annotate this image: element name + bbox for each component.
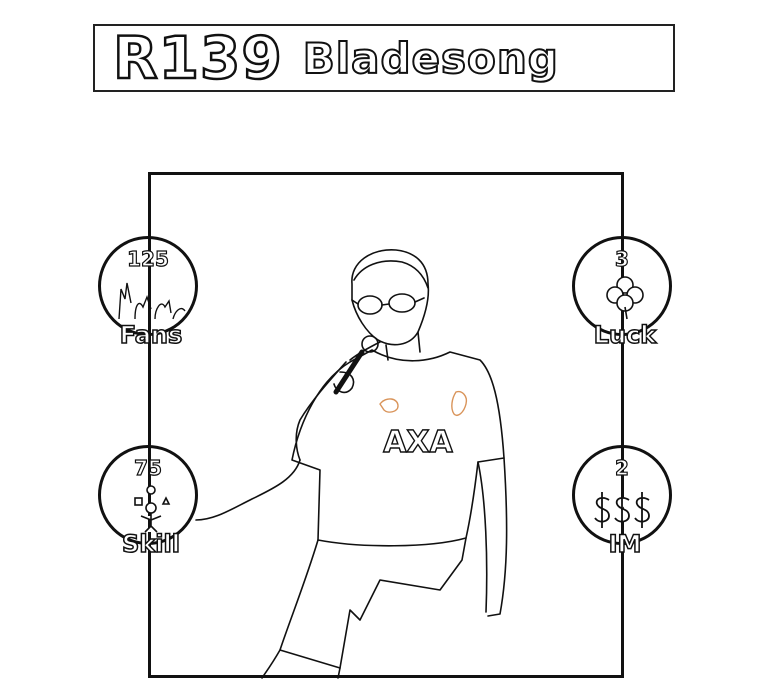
card-code: R139: [112, 23, 283, 94]
juggler-icon: [134, 485, 171, 533]
stat-skill-value: 75: [133, 455, 162, 480]
stat-skill: 75 Skill: [98, 445, 198, 559]
stat-luck-value: 3: [614, 246, 629, 271]
crowd-hands-icon: [118, 282, 186, 320]
stat-im-label: IM: [608, 529, 642, 559]
shorts-outline: [279, 537, 467, 669]
stat-fans: 125 Fans: [98, 236, 198, 350]
stat-im: 2 IM: [572, 445, 672, 559]
stat-luck-label: Luck: [593, 320, 657, 350]
team-crest-left: [379, 398, 399, 413]
stat-fans-value: 125: [127, 246, 170, 271]
card-name: Bladesong: [302, 33, 559, 84]
stat-luck: 3 Luck: [572, 236, 672, 350]
clover-icon: [606, 276, 644, 320]
stat-skill-label: Skill: [121, 529, 180, 559]
head-outline: [351, 249, 430, 346]
shirt-sponsor-text: AXA: [383, 425, 453, 460]
team-crest-right: [451, 390, 468, 416]
card-frame: [148, 172, 624, 678]
stat-im-value: 2: [614, 455, 629, 480]
dollar-signs-icon: [594, 492, 650, 528]
stat-fans-label: Fans: [119, 320, 183, 350]
title-banner: R139 Bladesong: [93, 23, 675, 94]
